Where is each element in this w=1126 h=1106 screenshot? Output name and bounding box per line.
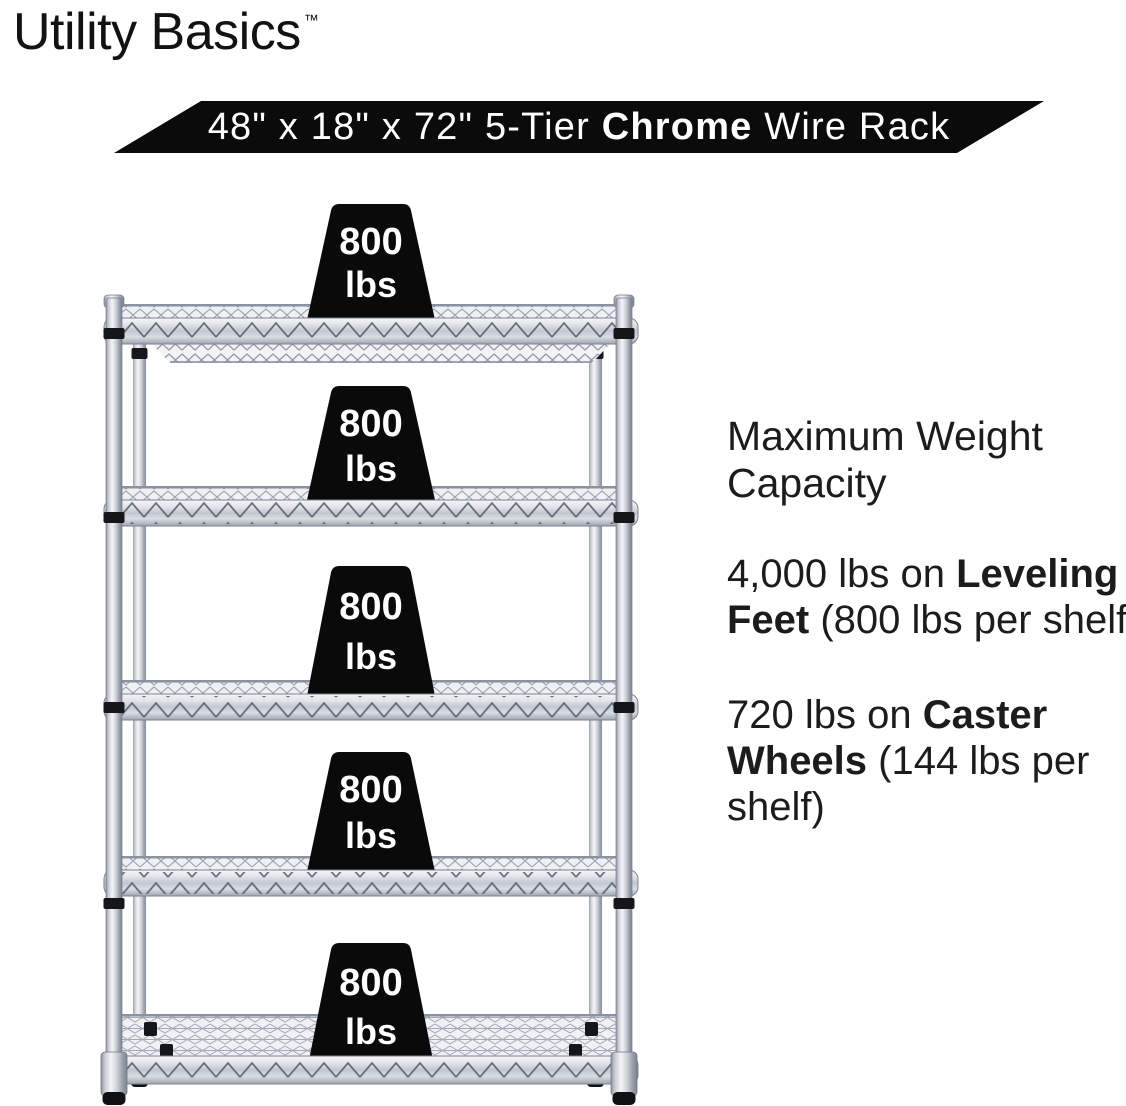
weight-value: 800 <box>339 403 402 445</box>
leveling-prefix: 4,000 lbs on <box>727 552 957 597</box>
weight-unit: lbs <box>345 1011 397 1052</box>
leveling-feet <box>100 1051 638 1105</box>
weight-unit: lbs <box>345 448 397 489</box>
shelf-rail-4 <box>103 869 639 897</box>
banner-finish-text: Chrome <box>601 105 753 148</box>
caster-bold: Caster Wheels <box>727 693 1048 784</box>
capacity-heading: Maximum Weight Capacity <box>727 413 1043 507</box>
weight-value: 800 <box>339 221 402 263</box>
weight-badge-2: 800 lbs <box>307 386 435 500</box>
leveling-bold: Leveling Feet <box>727 552 1119 642</box>
weight-badge-3: 800 lbs <box>307 566 435 696</box>
caster-wheels-capacity: 720 lbs on Caster Wheels (144 lbs per sh… <box>727 693 1126 830</box>
post-collars <box>103 328 635 909</box>
title-banner: 48" x 18" x 72" 5-Tier Chrome Wire Rack <box>114 101 1044 153</box>
weight-value: 800 <box>339 586 402 628</box>
capacity-info: Maximum Weight Capacity 4,000 lbs on Lev… <box>727 413 1126 880</box>
trademark-symbol: ™ <box>303 12 319 29</box>
weight-unit: lbs <box>345 264 397 305</box>
weight-value: 800 <box>339 962 402 1004</box>
caster-suffix: (144 lbs per shelf) <box>727 739 1090 829</box>
shelf-mesh-1 <box>116 304 626 363</box>
leveling-feet-capacity: 4,000 lbs on Leveling Feet (800 lbs per … <box>727 552 1126 643</box>
weight-badge-5: 800 lbs <box>307 943 435 1070</box>
front-posts <box>100 294 638 1105</box>
brand-name: Utility Basics <box>13 3 301 61</box>
weight-unit: lbs <box>345 815 397 856</box>
weight-unit: lbs <box>345 636 397 677</box>
banner-type-text: Wire Rack <box>752 105 951 148</box>
shelf-rail-5 <box>103 1055 639 1085</box>
shelf-rail-3 <box>103 693 639 721</box>
shelf-rail-2 <box>103 499 639 527</box>
caster-prefix: 720 lbs on <box>727 693 923 738</box>
banner-size-text: 48" x 18" x 72" 5-Tier <box>207 105 602 148</box>
weight-badge-4: 800 lbs <box>307 752 435 872</box>
leveling-suffix: (800 lbs per shelf) <box>809 597 1126 642</box>
weight-badge-1: 800 lbs <box>307 204 435 320</box>
shelf-rail-1 <box>103 317 639 345</box>
weight-value: 800 <box>339 769 402 811</box>
weight-badges: 800 lbs 800 lbs 800 lbs 800 lbs 800 <box>307 204 435 1070</box>
shelf-rails <box>103 317 639 1085</box>
